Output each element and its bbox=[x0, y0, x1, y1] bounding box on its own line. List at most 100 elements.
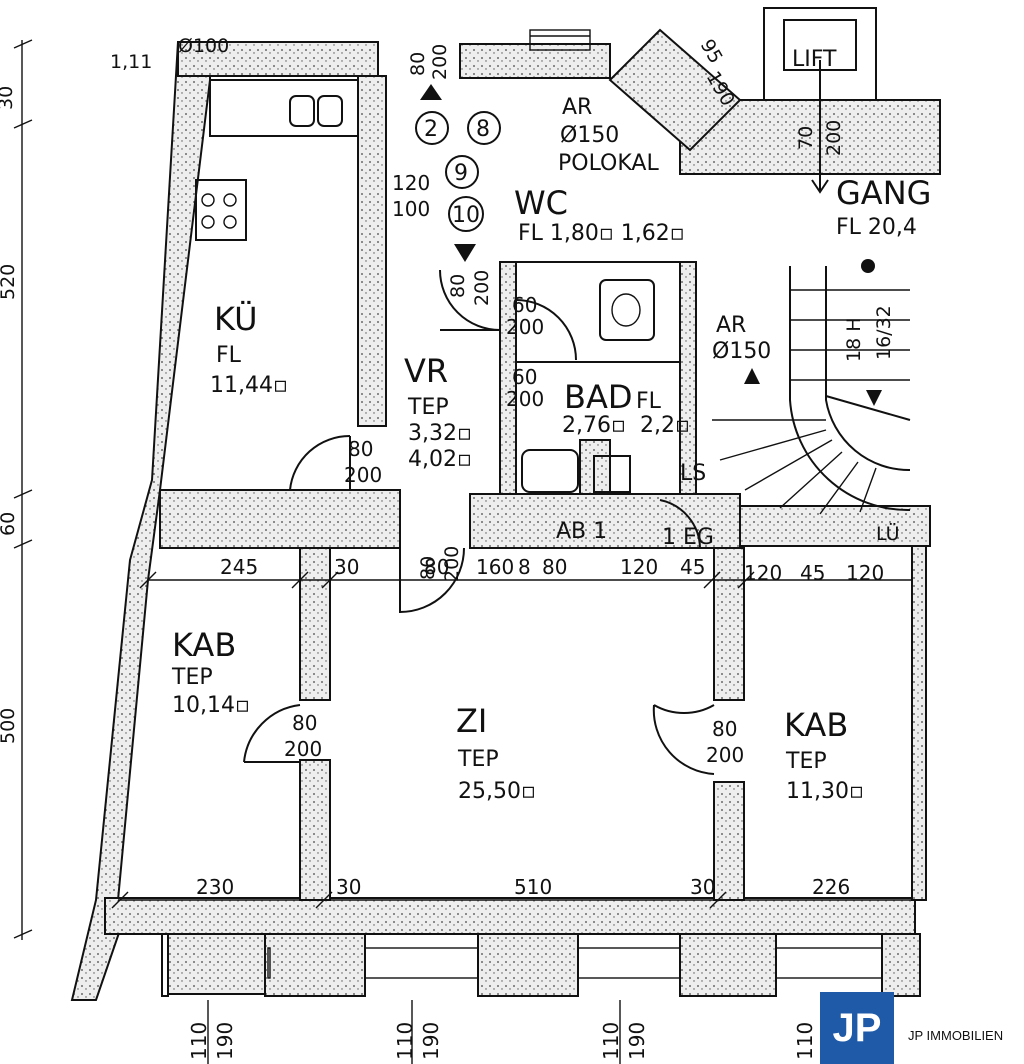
win1-110: 110 bbox=[187, 1022, 211, 1060]
left-dim-30: 30 bbox=[0, 86, 17, 110]
north-wall-kitchen bbox=[177, 41, 379, 77]
room-vorraum: VR TEP 3,32▫ 4,02▫ bbox=[404, 352, 472, 472]
win1-190: 190 bbox=[213, 1022, 237, 1060]
room-area-2: 4,02▫ bbox=[408, 447, 472, 472]
circle-2: 2 bbox=[424, 117, 438, 142]
kab-zi-wall-lower bbox=[299, 759, 331, 901]
doors bbox=[243, 269, 715, 775]
outer-walls bbox=[70, 41, 941, 1001]
circle-numbers: 2 8 9 10 bbox=[424, 117, 490, 228]
ar-top-diameter: Ø150 bbox=[560, 123, 619, 148]
room-floor: TEP bbox=[171, 665, 213, 690]
door-200-vr: 200 bbox=[471, 270, 493, 306]
win4-110: 110 bbox=[793, 1022, 817, 1060]
wc-door-60: 60 bbox=[512, 293, 537, 317]
room-name: VR bbox=[404, 352, 448, 390]
kitchen-south-wall bbox=[159, 489, 401, 549]
bottom-dim-30b: 30 bbox=[690, 875, 715, 899]
circle-9: 9 bbox=[454, 161, 468, 186]
win2-110: 110 bbox=[393, 1022, 417, 1060]
top-dim-120a: 120 bbox=[620, 555, 658, 579]
room-area-2: 2,2▫ bbox=[640, 413, 690, 438]
dimension-labels: 80 200 120 100 80 200 95 190 70 200 80 2… bbox=[0, 36, 884, 1061]
stairs-ratio: 16/32 bbox=[873, 305, 895, 360]
room-area-1: 2,76▫ bbox=[562, 413, 626, 438]
room-name: KÜ bbox=[214, 300, 258, 338]
room-floor: FL bbox=[216, 343, 242, 368]
ar-right-label: AR bbox=[716, 313, 746, 338]
top-dim-160: 160 bbox=[476, 555, 514, 579]
pillar-2 bbox=[264, 933, 366, 997]
dimension-rows bbox=[111, 571, 912, 1064]
stairs-count: 18 H bbox=[843, 317, 865, 362]
win3-190: 190 bbox=[625, 1022, 649, 1060]
bottom-dim-230: 230 bbox=[196, 875, 234, 899]
dim-200: 200 bbox=[823, 120, 845, 156]
room-floor: FL bbox=[636, 389, 662, 414]
win3-110: 110 bbox=[599, 1022, 623, 1060]
kab2-door-80: 80 bbox=[712, 717, 737, 741]
bottom-dim-226: 226 bbox=[812, 875, 850, 899]
room-name: GANG bbox=[836, 174, 931, 212]
pillar-4 bbox=[679, 933, 777, 997]
windows bbox=[161, 29, 883, 997]
kab-door-200: 200 bbox=[284, 737, 322, 761]
sanitary-fixtures bbox=[515, 261, 681, 495]
top-note-2: Ø100 bbox=[178, 35, 229, 57]
room-name: BAD bbox=[564, 378, 632, 416]
top-dim-45b: 45 bbox=[800, 561, 825, 585]
bottom-dim-30a: 30 bbox=[336, 875, 361, 899]
room-wc: WC FL 1,80▫ 1,62▫ bbox=[514, 184, 685, 246]
win2-190: 190 bbox=[419, 1022, 443, 1060]
misc-labels: LIFT AR Ø150 POLOKAL AR Ø150 18 H 16/32 … bbox=[110, 35, 900, 550]
room-kabinett-right: KAB TEP 11,30▫ bbox=[784, 706, 864, 804]
zi-door-200: 200 bbox=[441, 546, 463, 582]
ar-shaft-top bbox=[608, 28, 742, 152]
pillar-1 bbox=[167, 933, 269, 995]
door-width: 80 bbox=[348, 437, 373, 461]
room-area: 11,30▫ bbox=[786, 779, 864, 804]
bottom-dim-510: 510 bbox=[514, 875, 552, 899]
top-dim-80b: 80 bbox=[542, 555, 567, 579]
kitchen-east-wall bbox=[357, 75, 387, 427]
window-bottom: 100 bbox=[392, 197, 430, 221]
polokal-label: POLOKAL bbox=[558, 151, 659, 176]
window-top: 120 bbox=[392, 171, 430, 195]
top-note: 1,11 bbox=[110, 51, 152, 73]
top-dim-45a: 45 bbox=[680, 555, 705, 579]
room-area-1: 3,32▫ bbox=[408, 421, 472, 446]
ar-right-diameter: Ø150 bbox=[712, 339, 771, 364]
bad-door-200: 200 bbox=[506, 387, 544, 411]
door-80-top: 80 bbox=[407, 52, 429, 76]
pillar-3 bbox=[477, 933, 579, 997]
lift-shaft bbox=[763, 7, 877, 194]
room-floor: TEP bbox=[457, 747, 499, 772]
room-kueche: KÜ FL 11,44▫ bbox=[210, 300, 288, 398]
door-height: 200 bbox=[344, 463, 382, 487]
ab1-label: AB 1 bbox=[556, 519, 607, 544]
east-wall-lower bbox=[911, 539, 927, 901]
room-name: KAB bbox=[784, 706, 848, 744]
circle-markers bbox=[415, 84, 501, 262]
ls-label: LS bbox=[680, 461, 706, 486]
top-dim-120c: 120 bbox=[846, 561, 884, 585]
left-dim-520: 520 bbox=[0, 264, 19, 300]
brand-name: JP IMMOBILIEN bbox=[908, 1028, 1004, 1043]
left-dim-500: 500 bbox=[0, 708, 19, 744]
room-area: 25,50▫ bbox=[458, 779, 536, 804]
door-80-vr: 80 bbox=[447, 274, 469, 298]
door-200-top: 200 bbox=[429, 44, 451, 80]
wc-east-wall bbox=[679, 261, 697, 495]
kab2-door-200: 200 bbox=[706, 743, 744, 767]
kab-zi-wall-upper bbox=[299, 547, 331, 701]
left-dim-60: 60 bbox=[0, 512, 19, 536]
top-dim-245: 245 bbox=[220, 555, 258, 579]
left-dimension-line bbox=[13, 39, 33, 940]
top-dim-120b: 120 bbox=[744, 561, 782, 585]
stair-base-wall bbox=[739, 505, 931, 547]
room-gang: GANG FL 20,4 bbox=[836, 174, 931, 240]
south-wall bbox=[104, 897, 916, 935]
room-floor: TEP bbox=[785, 749, 827, 774]
dim-70: 70 bbox=[795, 126, 817, 150]
